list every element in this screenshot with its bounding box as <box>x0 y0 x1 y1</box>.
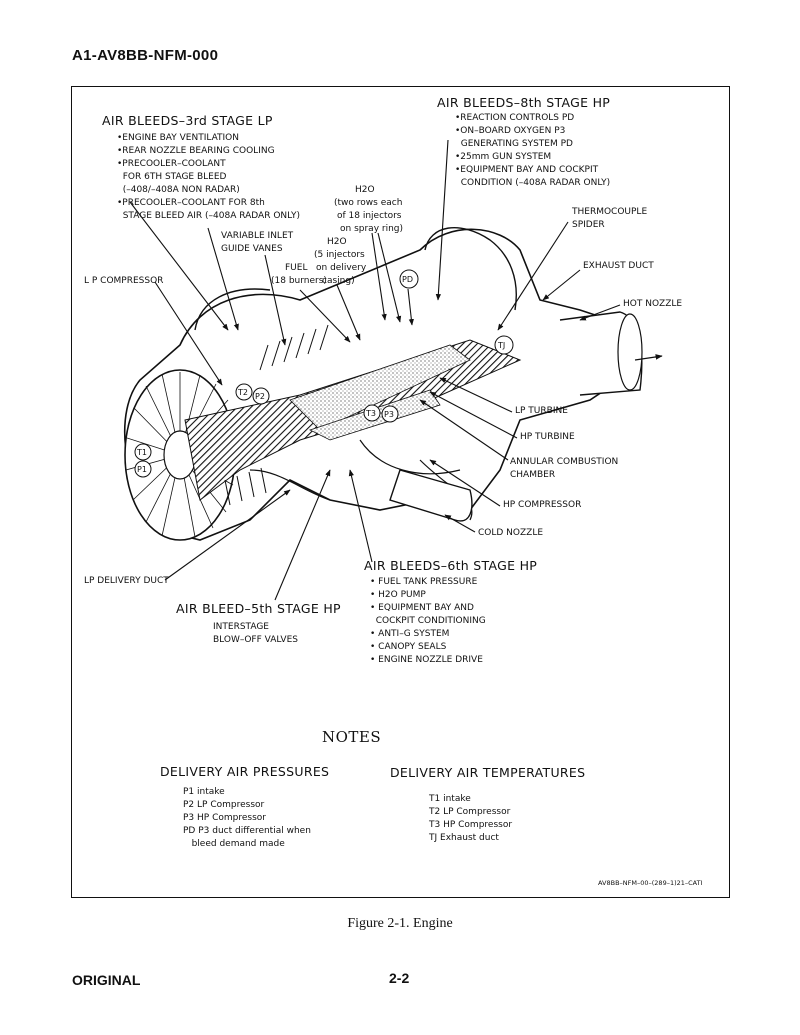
variable-inlet-label-1: VARIABLE INLET <box>221 231 294 241</box>
list-item: •PRECOOLER–COOLANT FOR 8th <box>117 198 265 208</box>
bleeds-6th-stage-list: • FUEL TANK PRESSURE • H2O PUMP • EQUIPM… <box>370 576 486 667</box>
list-item: (–408/–408A NON RADAR) <box>117 185 240 195</box>
annular-chamber-label-1: ANNULAR COMBUSTION <box>510 457 619 467</box>
list-item: •ENGINE BAY VENTILATION <box>117 133 240 143</box>
bleeds-6th-stage-title: AIR BLEEDS–6th STAGE HP <box>364 558 538 573</box>
h2o-mid-note-2: on delivery <box>316 263 367 273</box>
callout-tj: TJ <box>498 341 506 350</box>
fuel-label-2: (18 burners) <box>271 276 327 286</box>
h2o-top-note-3: on spray ring) <box>340 224 404 234</box>
lp-compressor-label: L P COMPRESSOR <box>84 276 164 286</box>
list-item: COCKPIT CONDITIONING <box>370 616 486 626</box>
list-item: T3 HP Compressor <box>429 820 513 830</box>
temperatures-list: T1 intake T2 LP Compressor T3 HP Compres… <box>429 793 512 845</box>
lp-turbine-label: LP TURBINE <box>515 406 568 416</box>
list-item: • ENGINE NOZZLE DRIVE <box>370 655 483 665</box>
bleed-5th-stage-title: AIR BLEED–5th STAGE HP <box>176 601 341 616</box>
h2o-mid-note-1: (5 injectors <box>314 250 365 260</box>
thermocouple-label-2: SPIDER <box>572 220 605 230</box>
pressures-list: P1 intake P2 LP Compressor P3 HP Compres… <box>183 786 311 851</box>
list-item: •25mm GUN SYSTEM <box>455 152 552 162</box>
callout-t3: T3 <box>366 409 376 418</box>
list-item: BLOW–OFF VALVES <box>213 635 298 645</box>
fuel-label-1: FUEL <box>285 263 308 273</box>
pressures-title: DELIVERY AIR PRESSURES <box>160 764 330 779</box>
h2o-mid-note-3: casing) <box>322 276 355 286</box>
list-item: •PRECOOLER–COOLANT <box>117 159 226 169</box>
callout-t1: T1 <box>137 448 147 457</box>
callout-pd: PD <box>402 275 413 284</box>
document-id: A1-AV8BB-NFM-000 <box>72 47 219 64</box>
exhaust-duct-label: EXHAUST DUCT <box>583 261 654 271</box>
h2o-label-top: H2O <box>355 185 375 195</box>
bleeds-8th-stage-list: •REACTION CONTROLS PD •ON–BOARD OXYGEN P… <box>455 112 610 190</box>
bleed-5th-stage-list: INTERSTAGE BLOW–OFF VALVES <box>213 621 298 647</box>
h2o-top-note-1: (two rows each <box>334 198 403 208</box>
bleeds-3rd-stage-list: •ENGINE BAY VENTILATION •REAR NOZZLE BEA… <box>117 132 300 223</box>
bleeds-3rd-stage-title: AIR BLEEDS–3rd STAGE LP <box>102 113 273 128</box>
list-item: •REACTION CONTROLS PD <box>455 113 575 123</box>
figure-caption: Figure 2-1. Engine <box>347 916 453 931</box>
hot-nozzle-label: HOT NOZZLE <box>623 299 683 309</box>
list-item: P2 LP Compressor <box>183 800 265 810</box>
list-item: T2 LP Compressor <box>429 807 511 817</box>
bleeds-8th-stage-title: AIR BLEEDS–8th STAGE HP <box>437 95 611 110</box>
temperatures-title: DELIVERY AIR TEMPERATURES <box>390 765 586 780</box>
list-item: P1 intake <box>183 787 225 797</box>
cold-nozzle-label: COLD NOZZLE <box>478 528 544 538</box>
list-item: STAGE BLEED AIR (–408A RADAR ONLY) <box>117 211 300 221</box>
annular-chamber-label-2: CHAMBER <box>510 470 556 480</box>
list-item: P3 HP Compressor <box>183 813 266 823</box>
list-item: • FUEL TANK PRESSURE <box>370 577 478 587</box>
variable-inlet-label-2: GUIDE VANES <box>221 244 283 254</box>
list-item: CONDITION (–408A RADAR ONLY) <box>455 178 611 188</box>
hp-compressor-label: HP COMPRESSOR <box>503 500 582 510</box>
figure-reference-code: AV8BB–NFM–00–(289–1)21–CATI <box>598 879 703 887</box>
list-item: • ANTI–G SYSTEM <box>370 629 450 639</box>
list-item: T1 intake <box>429 794 471 804</box>
list-item: • EQUIPMENT BAY AND <box>370 603 474 613</box>
list-item: bleed demand made <box>183 839 285 849</box>
notes-title: NOTES <box>322 728 382 746</box>
list-item: TJ Exhaust duct <box>429 833 499 843</box>
hp-turbine-label: HP TURBINE <box>520 432 575 442</box>
list-item: •ON–BOARD OXYGEN P3 <box>455 126 566 136</box>
page-number: 2-2 <box>389 970 410 986</box>
figure-frame <box>71 86 730 898</box>
list-item: PD P3 duct differential when <box>183 826 311 836</box>
h2o-top-note-2: of 18 injectors <box>337 211 402 221</box>
thermocouple-label-1: THERMOCOUPLE <box>572 207 648 217</box>
list-item: •REAR NOZZLE BEARING COOLING <box>117 146 275 156</box>
callout-p3: P3 <box>384 410 394 419</box>
footer-original: ORIGINAL <box>72 972 141 988</box>
list-item: • CANOPY SEALS <box>370 642 447 652</box>
lp-delivery-duct-label: LP DELIVERY DUCT <box>84 576 169 586</box>
list-item: GENERATING SYSTEM PD <box>455 139 573 149</box>
callout-p1: P1 <box>137 465 147 474</box>
list-item: •EQUIPMENT BAY AND COCKPIT <box>455 165 599 175</box>
callout-t2: T2 <box>238 388 248 397</box>
list-item: INTERSTAGE <box>213 622 269 632</box>
callout-p2: P2 <box>255 392 265 401</box>
h2o-label-mid: H2O <box>327 237 347 247</box>
list-item: • H2O PUMP <box>370 590 426 600</box>
list-item: FOR 6TH STAGE BLEED <box>117 172 227 182</box>
